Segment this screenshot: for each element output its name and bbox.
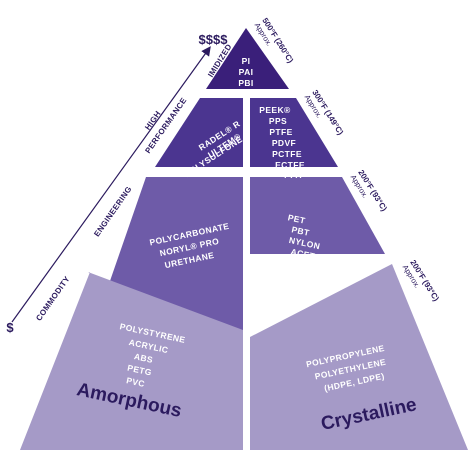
segment-hp-crystalline	[250, 98, 338, 167]
tier-label-engineering: ENGINEERING	[92, 185, 133, 239]
apex-item-1: PI	[242, 56, 251, 66]
segment-com-crystalline	[250, 264, 468, 450]
segment-imidized	[206, 28, 289, 89]
cost-low-label: $	[6, 320, 14, 335]
hp-crystalline-item-1: PEEK®	[259, 105, 291, 115]
hp-crystalline-item-4: PDVF	[272, 138, 296, 148]
segment-eng-crystalline	[250, 177, 385, 254]
eng-crystalline-item-1: PET	[287, 212, 307, 226]
apex-item-2: PAI	[239, 67, 254, 77]
hp-crystalline-item-5: PCTFE	[272, 149, 302, 159]
segment-hp-amorphous	[155, 98, 243, 167]
segment-com-amorphous	[20, 272, 243, 450]
hp-crystalline-item-6: ECTFE	[275, 160, 305, 170]
cost-arrow	[11, 46, 211, 323]
eng-crystalline-item-2: PBT	[291, 224, 311, 238]
com-amorphous-item-3: ABS	[133, 351, 154, 365]
hp-crystalline-item-7: PFA	[284, 170, 302, 180]
hp-crystalline-item-3: PTFE	[269, 127, 292, 137]
cost-high-label: $$$$	[199, 32, 229, 47]
tier-label-commodity: COMMODITY	[34, 274, 72, 322]
apex-item-3: PBI	[238, 78, 253, 88]
hp-crystalline-item-2: PPS	[269, 116, 287, 126]
com-amorphous-item-5: PVC	[125, 375, 145, 389]
